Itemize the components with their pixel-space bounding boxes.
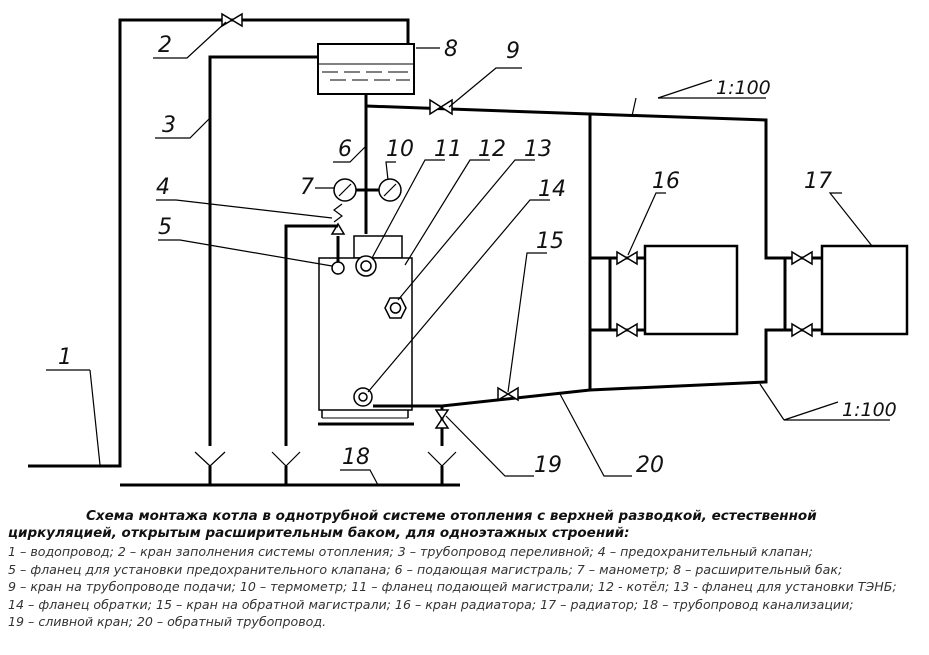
- label-13: 13: [524, 137, 552, 162]
- label-3: 3: [162, 113, 176, 138]
- label-19: 19: [534, 453, 562, 478]
- fill-valve: [221, 12, 243, 28]
- legend-line: 19 – сливной кран; 20 – обратный трубопр…: [8, 614, 327, 629]
- label-11: 11: [434, 137, 462, 162]
- label-2: 2: [158, 33, 172, 58]
- legend-line: 5 – фланец для установки предохранительн…: [8, 561, 843, 577]
- label-20: 20: [636, 453, 664, 478]
- number-labels: 1 2 3 4 5 6 7 8 9 10 11 12 13 14 15 16 1…: [58, 33, 897, 478]
- drain-valve: [427, 409, 457, 467]
- heating-element-flange: [384, 297, 407, 319]
- caption: Схема монтажа котла в однотрубной систем…: [8, 508, 922, 631]
- leader-lines: [46, 21, 890, 486]
- legend-line: 1 – водопровод; 2 – кран заполнения сист…: [8, 544, 813, 559]
- label-16: 16: [652, 169, 680, 194]
- supply-main: [364, 94, 785, 390]
- label-5: 5: [158, 215, 172, 240]
- supply-flange: [355, 255, 377, 277]
- gauges: [333, 178, 402, 202]
- radiator-right: [766, 244, 909, 338]
- water-supply-pipe: [28, 18, 410, 468]
- sewer-pipe: [120, 466, 460, 487]
- label-7: 7: [300, 175, 314, 200]
- safety-valve-flange: [331, 236, 345, 275]
- label-18: 18: [342, 445, 370, 470]
- label-15: 15: [536, 229, 564, 254]
- label-8: 8: [444, 37, 458, 62]
- label-1: 1: [58, 345, 72, 370]
- label-6: 6: [338, 137, 352, 162]
- legend-line: 9 – кран на трубопроводе подачи; 10 – те…: [8, 579, 897, 594]
- label-14: 14: [538, 177, 566, 202]
- slope-label-bottom: 1:100: [842, 399, 897, 421]
- expansion-tank: [317, 43, 415, 95]
- caption-title: Схема монтажа котла в однотрубной систем…: [8, 508, 817, 541]
- slope-label-top: 1:100: [716, 77, 771, 99]
- return-flange: [353, 387, 373, 407]
- label-12: 12: [478, 137, 506, 162]
- radiator-left: [590, 244, 739, 338]
- supply-valve: [429, 98, 453, 116]
- label-9: 9: [506, 39, 520, 64]
- label-4: 4: [156, 175, 170, 200]
- heating-system-diagram: 1 2 3 4 5 6 7 8 9 10 11 12 13 14 15 16 1…: [28, 12, 909, 487]
- return-valve: [497, 386, 519, 402]
- label-17: 17: [804, 169, 832, 194]
- safety-valve: [271, 203, 346, 467]
- overflow-pipe: [194, 55, 320, 467]
- label-10: 10: [386, 137, 414, 162]
- legend-line: 14 – фланец обратки; 15 – кран на обратн…: [8, 596, 854, 612]
